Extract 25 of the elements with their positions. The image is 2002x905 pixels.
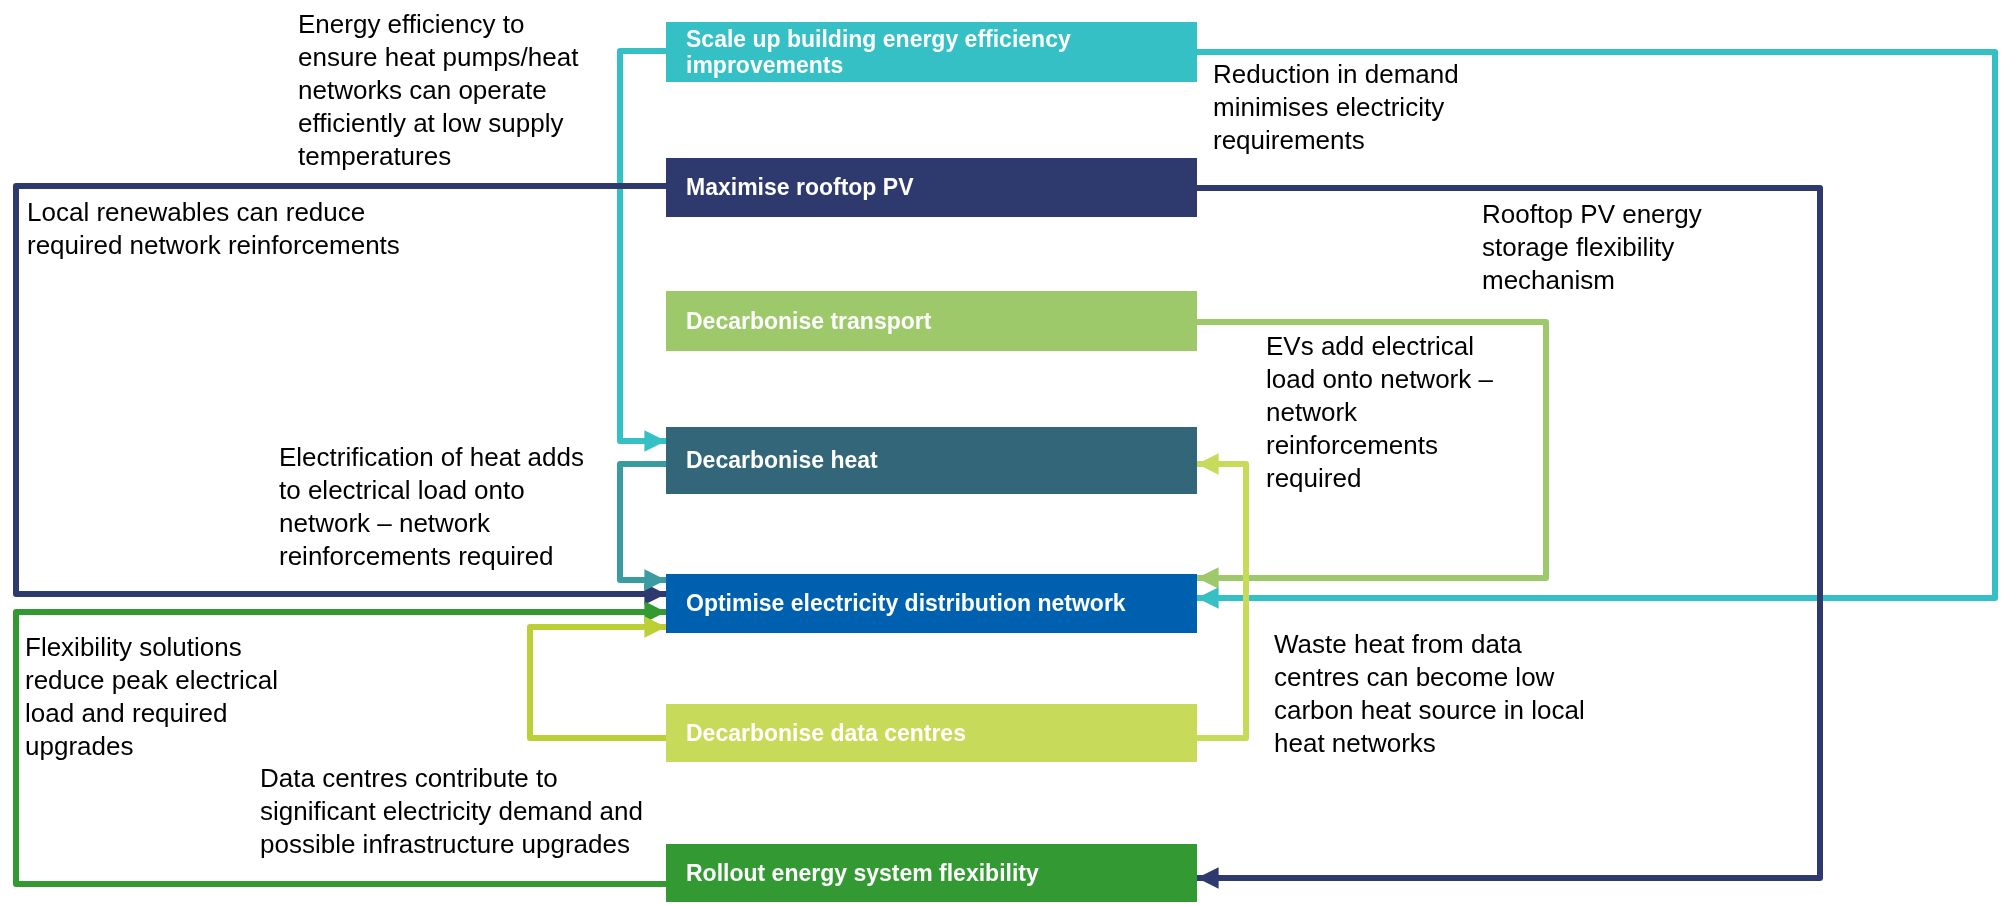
process-box: Scale up building energy efficiency improvements — [666, 22, 1197, 82]
arrow — [1197, 319, 1549, 589]
process-box: Maximise rooftop PV — [666, 158, 1197, 217]
edge-label: EVs add electrical load onto network – network reinforcements required — [1266, 330, 1494, 495]
arrow — [13, 183, 666, 605]
process-box: Rollout energy system flexibility — [666, 844, 1197, 902]
arrow — [1197, 185, 1823, 889]
edge-label: Energy efficiency to ensure heat pumps/heat networks can operate efficiently at low supply temperatures — [298, 8, 580, 173]
edge-label: Electrification of heat adds to electrical load onto network – network reinforcements required — [279, 441, 585, 573]
arrow — [13, 601, 666, 887]
process-box: Decarbonise transport — [666, 291, 1197, 351]
process-box: Decarbonise heat — [666, 427, 1197, 494]
arrow — [527, 616, 666, 741]
edge-label: Local renewables can reduce required network reinforcements — [27, 196, 401, 262]
edge-label: Rooftop PV energy storage flexibility mechanism — [1482, 198, 1703, 297]
process-box: Optimise electricity distribution network — [666, 574, 1197, 633]
arrow — [1197, 49, 1998, 609]
arrow — [1197, 453, 1249, 741]
edge-label: Flexibility solutions reduce peak electrical load and required upgrades — [25, 631, 279, 763]
edge-label: Reduction in demand minimises electricity requirements — [1213, 58, 1460, 157]
edge-label: Data centres contribute to significant electricity demand and possible infrastructure upgrades — [260, 762, 644, 861]
arrow — [617, 461, 666, 591]
arrow — [617, 48, 666, 452]
process-box: Decarbonise data centres — [666, 704, 1197, 762]
edge-label: Waste heat from data centres can become low carbon heat source in local heat networks — [1274, 628, 1586, 760]
